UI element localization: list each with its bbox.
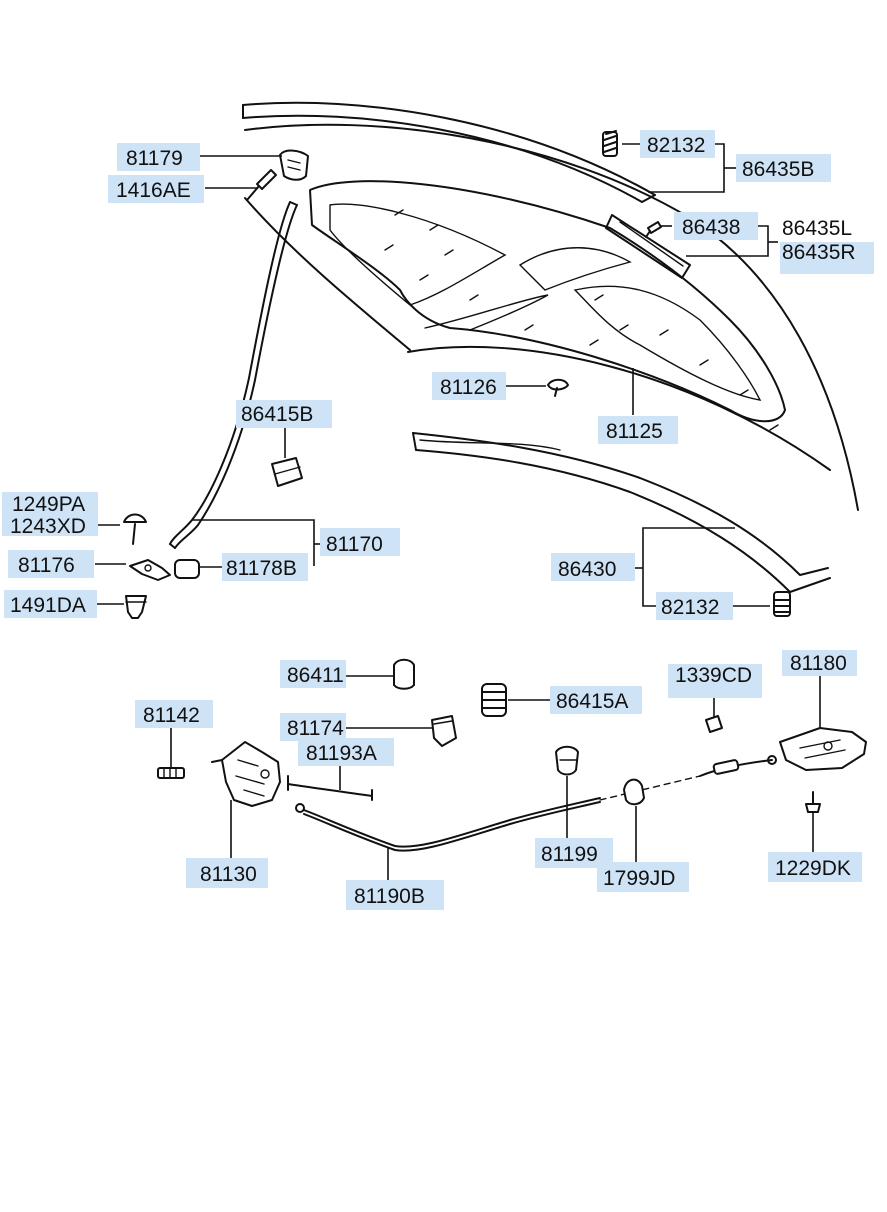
label-82132-top: 82132 bbox=[647, 134, 705, 157]
label-82132-bottom: 82132 bbox=[661, 596, 719, 619]
label-1491DA: 1491DA bbox=[10, 594, 86, 617]
label-81178B: 81178B bbox=[226, 557, 297, 580]
label-81126: 81126 bbox=[440, 376, 497, 399]
label-86415B: 86415B bbox=[241, 403, 313, 426]
label-86430: 86430 bbox=[558, 558, 616, 581]
label-81130: 81130 bbox=[200, 863, 257, 886]
release-cable-81190B bbox=[295, 755, 777, 852]
bumper-spring-82132-top bbox=[602, 130, 618, 157]
hood-latch-81130 bbox=[211, 741, 281, 807]
screw-1416AE bbox=[246, 169, 277, 201]
bumper-spring-82132-bottom bbox=[773, 591, 791, 617]
screw-1249PA-1243XD bbox=[123, 513, 147, 545]
label-86415A: 86415A bbox=[556, 690, 628, 713]
bumper-86415A bbox=[481, 683, 507, 717]
hood-stay-rod-81170 bbox=[169, 201, 298, 549]
label-81170: 81170 bbox=[326, 533, 383, 556]
label-1243XD: 1243XD bbox=[10, 515, 86, 538]
label-1799JD: 1799JD bbox=[603, 867, 675, 890]
bumper-81174 bbox=[431, 715, 457, 747]
clip-81126 bbox=[547, 378, 569, 397]
label-81193A: 81193A bbox=[306, 742, 377, 765]
labels: 81179 1416AE 82132 86435B 86438 86435L 8… bbox=[2, 130, 874, 910]
label-86438: 86438 bbox=[682, 216, 740, 239]
label-86435B: 86435B bbox=[742, 158, 814, 181]
label-81174: 81174 bbox=[287, 717, 344, 740]
label-1339CD: 1339CD bbox=[675, 664, 752, 687]
grommet-1799JD bbox=[623, 778, 645, 806]
bolt-1229DK bbox=[805, 791, 821, 813]
grommet-81178B bbox=[174, 559, 200, 579]
bracket-81176 bbox=[129, 559, 171, 581]
clip-81179 bbox=[279, 149, 309, 181]
nut-1339CD bbox=[705, 715, 723, 733]
release-handle-81180 bbox=[779, 727, 867, 771]
label-1416AE: 1416AE bbox=[116, 179, 191, 202]
bolt-81142 bbox=[157, 767, 185, 779]
clip-1491DA bbox=[125, 595, 147, 619]
label-1249PA: 1249PA bbox=[12, 493, 85, 516]
label-81179: 81179 bbox=[126, 147, 183, 170]
label-86411: 86411 bbox=[287, 664, 344, 687]
label-86435R: 86435R bbox=[782, 241, 856, 264]
label-81180: 81180 bbox=[790, 652, 847, 675]
bumper-86411 bbox=[393, 658, 415, 690]
label-81176: 81176 bbox=[18, 554, 75, 577]
label-86435L: 86435L bbox=[782, 217, 852, 240]
bumper-86415B bbox=[271, 457, 303, 487]
label-81190B: 81190B bbox=[354, 885, 425, 908]
leader-lines bbox=[95, 143, 821, 880]
label-81199: 81199 bbox=[541, 843, 598, 866]
clip-81199 bbox=[555, 745, 579, 776]
label-81142: 81142 bbox=[143, 704, 200, 727]
label-1229DK: 1229DK bbox=[775, 857, 851, 880]
label-81125: 81125 bbox=[606, 420, 663, 443]
seal-86430 bbox=[412, 432, 831, 593]
screw-86438 bbox=[645, 221, 662, 238]
rod-81193A bbox=[287, 775, 373, 801]
